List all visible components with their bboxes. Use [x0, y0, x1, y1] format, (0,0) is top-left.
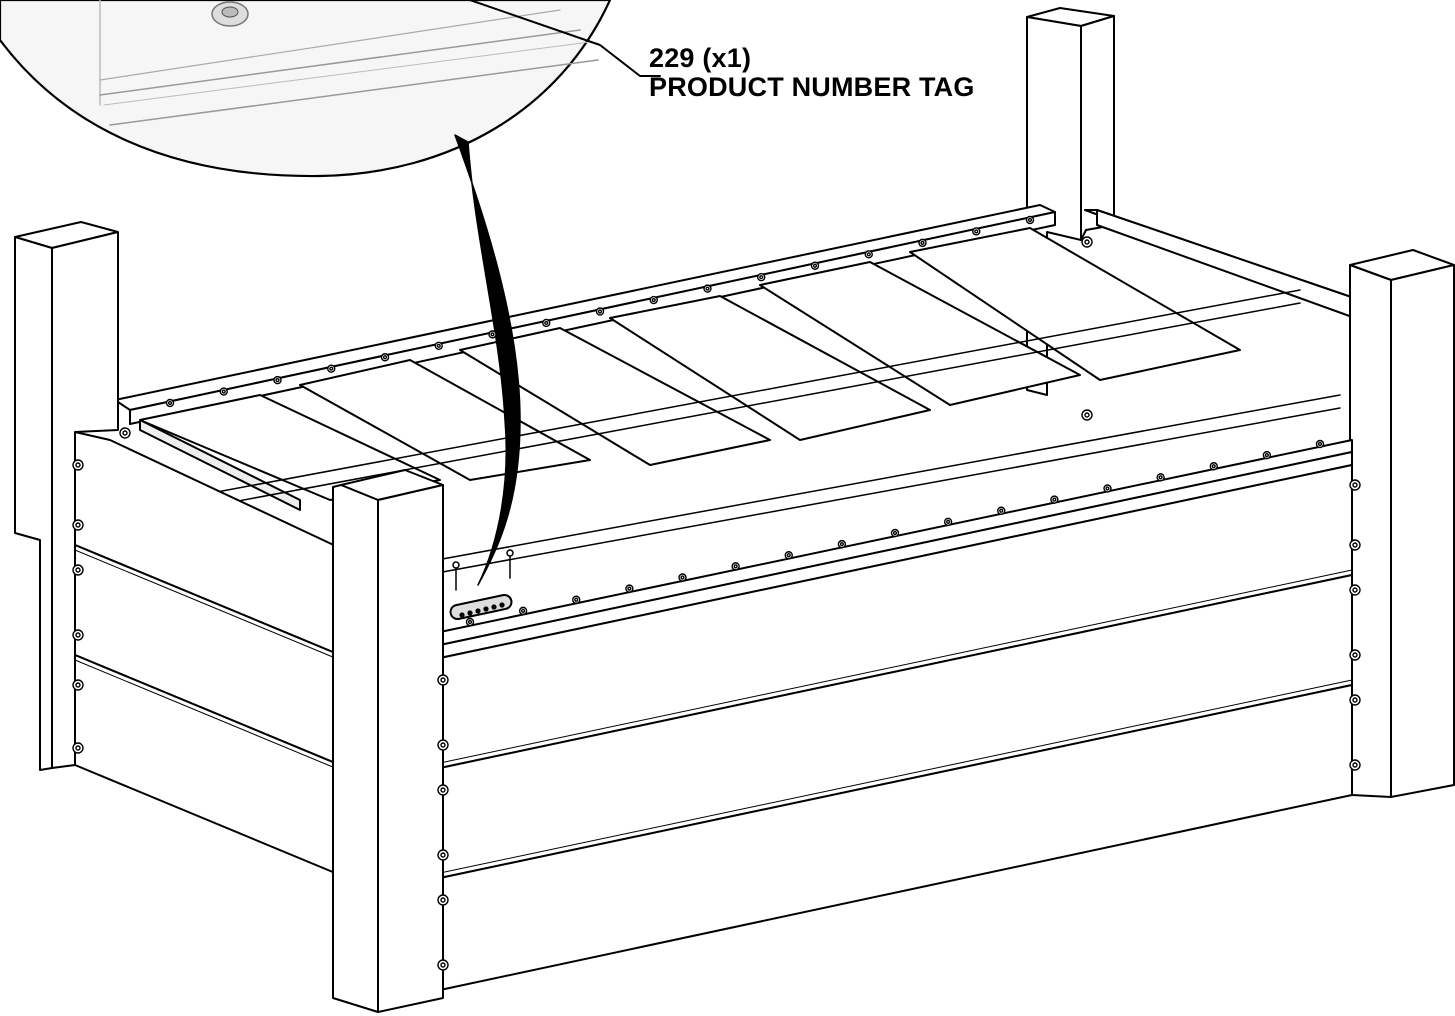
screw-center	[382, 355, 388, 360]
screw-center	[440, 787, 446, 793]
screw-center	[1264, 453, 1269, 458]
screw-center	[651, 297, 656, 303]
screw-center	[75, 567, 81, 573]
screw-center	[75, 522, 81, 528]
screw-center	[999, 508, 1004, 513]
front-right-post	[1349, 249, 1455, 798]
screw-center	[440, 962, 446, 968]
left-side-boards	[74, 431, 341, 876]
screw-center	[1352, 587, 1358, 593]
screw-center	[866, 252, 871, 257]
screw-center	[544, 320, 549, 326]
back-left-post	[14, 221, 119, 771]
screw-center	[680, 575, 685, 580]
screw-center	[1027, 217, 1033, 223]
screw-center	[1211, 464, 1216, 469]
part-name-label: PRODUCT NUMBER TAG	[649, 72, 975, 102]
screw-center	[75, 745, 81, 751]
screw-center	[75, 462, 81, 468]
screw-center	[1052, 497, 1057, 502]
screw-center	[521, 608, 526, 613]
magnification-pointer	[454, 134, 521, 586]
screw-center	[946, 519, 951, 524]
screw-center	[122, 430, 128, 436]
screw-center	[733, 564, 738, 569]
floor-supports	[189, 289, 1341, 599]
tag-screws	[452, 549, 514, 591]
screw-center	[574, 597, 579, 602]
screw-center	[75, 632, 81, 638]
screw-center	[440, 897, 446, 903]
screw-center	[812, 263, 818, 268]
front-left-post	[332, 469, 444, 1013]
screw-center	[597, 309, 603, 314]
screw-center	[440, 852, 446, 858]
screw-center	[1352, 652, 1358, 658]
screw-center	[786, 553, 791, 558]
screw-center	[275, 378, 280, 383]
screw-center	[892, 530, 898, 536]
screw-center	[436, 343, 441, 348]
floor-slats	[139, 227, 1241, 511]
screw-center	[705, 286, 710, 291]
screw-center	[1352, 697, 1358, 703]
callout-leader-line	[469, 0, 661, 77]
screw-center	[974, 229, 979, 234]
screw-center	[1352, 762, 1358, 768]
screw-center	[440, 677, 446, 683]
screw-center	[627, 586, 632, 591]
magnified-detail-circle	[0, 0, 612, 178]
screw-center	[1105, 486, 1110, 491]
screw-center	[1158, 475, 1163, 480]
screw-center	[1352, 482, 1358, 488]
screw-center	[1084, 239, 1090, 245]
screw-center	[920, 240, 925, 245]
screw-center	[467, 619, 473, 625]
screw-center	[329, 366, 334, 371]
screw-center	[1317, 441, 1323, 447]
screw-center	[1352, 542, 1358, 548]
screw-center	[221, 389, 226, 394]
screw-center	[839, 542, 844, 547]
part-number-label: 229 (x1)	[649, 43, 752, 73]
screw-center	[75, 682, 81, 688]
fasteners	[72, 215, 1361, 971]
screw-center	[490, 332, 495, 337]
screw-center	[440, 742, 446, 748]
screw-center	[1084, 412, 1090, 418]
screw-center	[167, 400, 173, 406]
screw-center	[759, 275, 764, 280]
product-number-tag	[449, 594, 513, 620]
part-callout: 229 (x1) PRODUCT NUMBER TAG	[649, 44, 975, 102]
